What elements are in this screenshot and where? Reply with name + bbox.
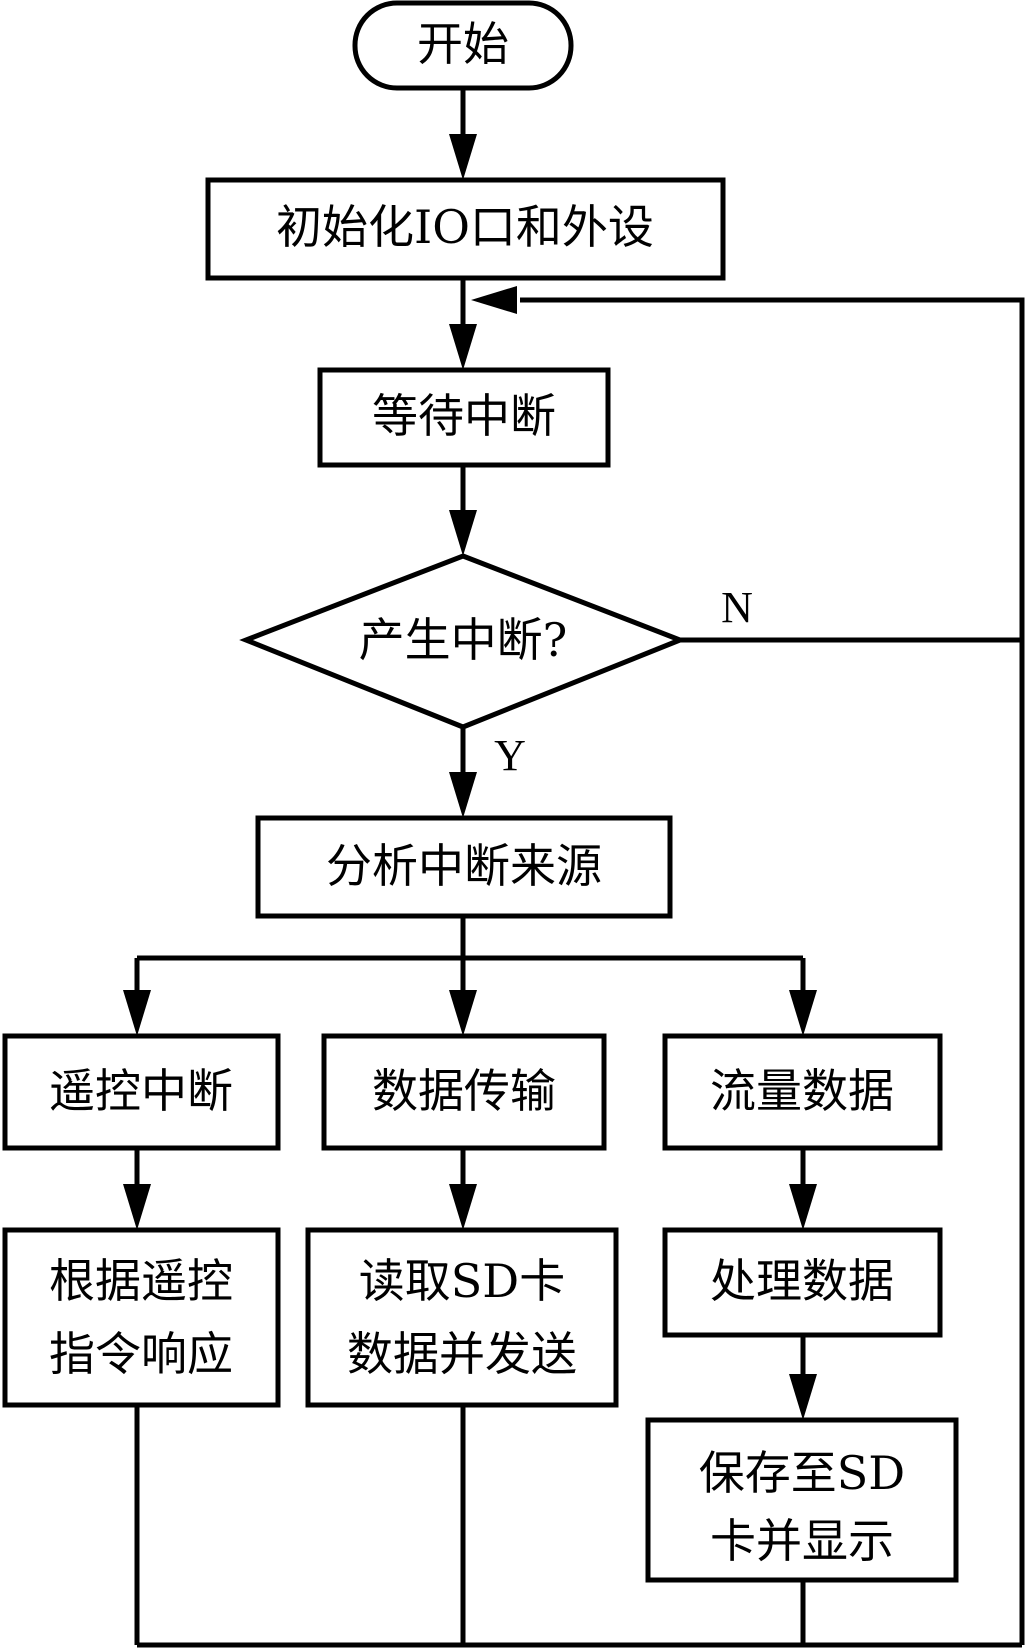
analyze-box bbox=[255, 815, 673, 919]
arrow-down-read bbox=[449, 1184, 477, 1230]
node-flow: 流量数据 bbox=[662, 1033, 943, 1151]
node-transfer: 数据传输 bbox=[321, 1033, 607, 1151]
init-label: 初始化IO口和外设 bbox=[276, 200, 654, 254]
node-save-sd: 保存至SD 卡并显示 bbox=[645, 1417, 959, 1583]
node-remote-respond: 根据遥控 指令响应 bbox=[2, 1227, 281, 1408]
arrow-down-decision bbox=[449, 510, 477, 556]
node-init: 初始化IO口和外设 bbox=[205, 177, 726, 281]
process-box bbox=[662, 1227, 943, 1338]
wait-label: 等待中断 bbox=[372, 389, 556, 443]
remote-respond-line-2: 指令响应 bbox=[49, 1327, 233, 1381]
edge-loop-no bbox=[520, 297, 1025, 643]
label-no: N bbox=[721, 583, 753, 632]
read-sd-line-2: 数据并发送 bbox=[347, 1327, 577, 1381]
node-wait: 等待中断 bbox=[317, 367, 611, 468]
node-remote: 遥控中断 bbox=[2, 1033, 281, 1151]
decision-label: 产生中断? bbox=[359, 613, 568, 667]
start-label: 开始 bbox=[417, 17, 509, 71]
arrow-down-wait bbox=[449, 324, 477, 370]
save-sd-line-1: 保存至SD bbox=[699, 1446, 905, 1500]
arrow-down-analyze bbox=[449, 772, 477, 818]
save-sd-line-2: 卡并显示 bbox=[710, 1514, 894, 1568]
arrow-down-remote bbox=[123, 990, 151, 1036]
flow-box bbox=[662, 1033, 943, 1151]
arrow-down-init bbox=[449, 134, 477, 180]
read-sd-box bbox=[305, 1227, 619, 1408]
transfer-box bbox=[321, 1033, 607, 1151]
arrow-down-save bbox=[789, 1374, 817, 1420]
arrowheads bbox=[123, 134, 817, 1420]
remote-respond-line-1: 根据遥控 bbox=[49, 1254, 233, 1308]
remote-label: 遥控中断 bbox=[49, 1064, 233, 1118]
node-start: 开始 bbox=[352, 0, 574, 91]
arrow-left-loop bbox=[471, 286, 517, 314]
read-sd-line-1: 读取SD卡 bbox=[359, 1254, 565, 1308]
remote-box bbox=[2, 1033, 281, 1151]
node-process: 处理数据 bbox=[662, 1227, 943, 1338]
flow-label: 流量数据 bbox=[710, 1064, 894, 1118]
remote-respond-box bbox=[2, 1227, 281, 1408]
wait-box bbox=[317, 367, 611, 468]
node-read-sd: 读取SD卡 数据并发送 bbox=[305, 1227, 619, 1408]
node-analyze: 分析中断来源 bbox=[255, 815, 673, 919]
analyze-label: 分析中断来源 bbox=[326, 839, 602, 893]
decision-diamond bbox=[239, 553, 687, 730]
arrow-down-process bbox=[789, 1184, 817, 1230]
init-box bbox=[205, 177, 726, 281]
transfer-label: 数据传输 bbox=[372, 1064, 556, 1118]
save-sd-box bbox=[645, 1417, 959, 1583]
node-decision: 产生中断? bbox=[239, 553, 687, 730]
arrow-down-flow bbox=[789, 990, 817, 1036]
label-yes: Y bbox=[494, 731, 526, 780]
arrow-down-transfer bbox=[449, 990, 477, 1036]
start-terminal bbox=[352, 0, 574, 91]
process-label: 处理数据 bbox=[710, 1254, 894, 1308]
arrow-down-respond bbox=[123, 1184, 151, 1230]
